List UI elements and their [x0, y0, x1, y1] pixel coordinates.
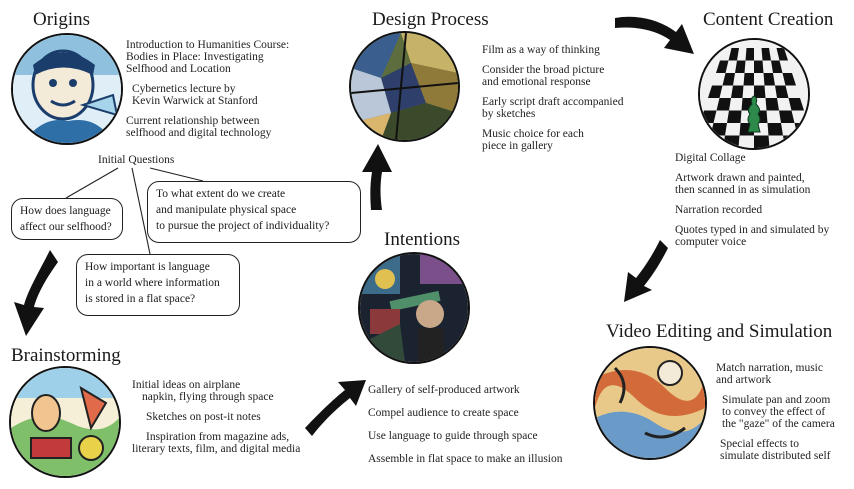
- video-editing-title: Video Editing and Simulation: [606, 321, 833, 342]
- content-creation-title: Content Creation: [703, 9, 834, 30]
- arrow-icon: [624, 240, 668, 302]
- design-process-text: Film as a way of thinking Consider the b…: [482, 44, 623, 160]
- brainstorming-image: [9, 366, 121, 478]
- brainstorming-title: Brainstorming: [11, 345, 121, 366]
- brainstorming-item: Sketches on post-it notes: [146, 411, 261, 423]
- design-process-image: [349, 31, 460, 142]
- origins-text: Introduction to Humanities Course:Bodies…: [126, 39, 289, 147]
- intentions-item: Use language to guide through space: [368, 430, 538, 442]
- origins-title: Origins: [33, 9, 90, 30]
- arrow-icon: [362, 144, 392, 210]
- content-creation-text: Digital Collage Artwork drawn and painte…: [675, 152, 829, 256]
- arrow-icon: [615, 16, 694, 54]
- brainstorming-item: Inspiration from magazine ads,literary t…: [132, 431, 301, 455]
- intentions-image: [358, 252, 470, 364]
- video-editing-image: [593, 346, 707, 460]
- arrow-icon: [14, 250, 58, 336]
- design-process-title: Design Process: [372, 9, 489, 30]
- content-creation-item: Digital Collage: [675, 152, 746, 164]
- content-creation-item: Narration recorded: [675, 204, 763, 216]
- intentions-item: Gallery of self-produced artwork: [368, 384, 520, 396]
- intentions-item: Assemble in flat space to make an illusi…: [368, 453, 563, 465]
- arrow-icon: [305, 380, 366, 436]
- content-creation-image: [698, 38, 810, 150]
- initial-questions-label: Initial Questions: [98, 154, 175, 166]
- origins-portrait-image: [11, 33, 123, 145]
- design-process-item: Film as a way of thinking: [482, 44, 600, 56]
- intentions-text: Gallery of self-produced artwork Compel …: [368, 384, 563, 473]
- content-creation-item: Artwork drawn and painted,then scanned i…: [675, 172, 811, 196]
- origins-item: Introduction to Humanities Course:Bodies…: [126, 39, 290, 75]
- intentions-item: Compel audience to create space: [368, 407, 519, 419]
- intentions-title: Intentions: [384, 229, 460, 250]
